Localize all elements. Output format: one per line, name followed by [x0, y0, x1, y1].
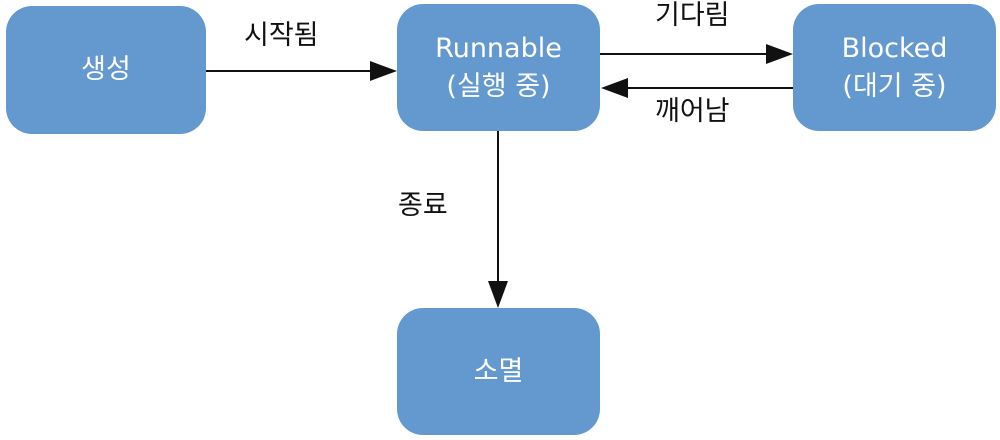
- node-runnable-subtitle: (실행 중): [446, 70, 551, 102]
- edge-end-label: 종료: [398, 190, 448, 221]
- edge-wake: [601, 78, 793, 98]
- edge-wait-label: 기다림: [655, 0, 730, 31]
- node-blocked-subtitle: (대기 중): [842, 70, 947, 102]
- edge-started-arrowhead: [370, 61, 397, 81]
- edge-wake-arrowhead: [601, 78, 628, 98]
- edge-wake-label: 깨어남: [655, 96, 730, 127]
- edge-end-arrowhead: [488, 281, 508, 308]
- node-blocked: Blocked (대기 중): [793, 4, 996, 131]
- node-runnable-title: Runnable: [435, 32, 562, 64]
- edge-started-label: 시작됨: [244, 20, 319, 51]
- edge-wait: [600, 44, 793, 64]
- node-dead-label: 소멸: [473, 355, 524, 387]
- node-created-label: 생성: [81, 54, 131, 85]
- node-dead: 소멸: [397, 308, 600, 435]
- node-blocked-title: Blocked: [841, 32, 948, 64]
- edge-end: [488, 131, 508, 308]
- edge-wait-arrowhead: [766, 44, 793, 64]
- edge-started: [206, 61, 397, 81]
- node-runnable: Runnable (실행 중): [397, 4, 600, 131]
- node-created: 생성: [6, 6, 206, 134]
